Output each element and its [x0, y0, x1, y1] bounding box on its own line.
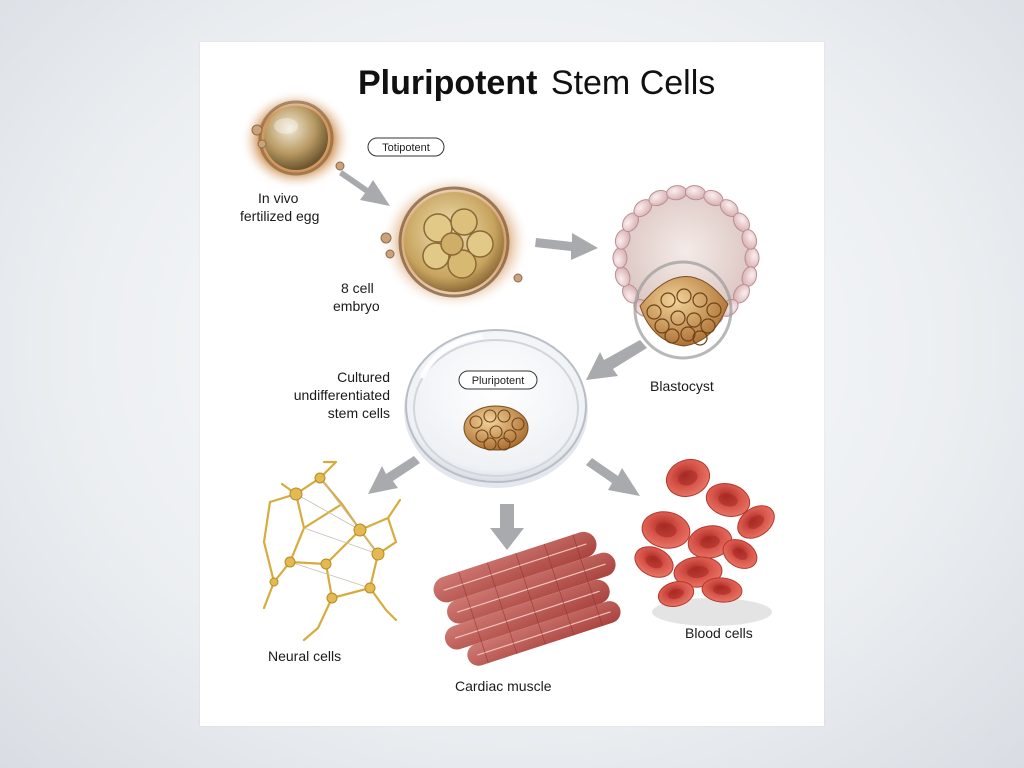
inner-cell: [680, 326, 696, 342]
blastocyst-label: Blastocyst: [650, 378, 714, 394]
inner-cell: [670, 310, 686, 326]
svg-text:Totipotent: Totipotent: [382, 142, 430, 154]
svg-text:Pluripotent: Pluripotent: [472, 375, 525, 387]
inner-cell: [660, 292, 676, 308]
inner-cell: [676, 288, 692, 304]
red-blood-cell-center: [700, 535, 720, 549]
colony-cell: [511, 417, 525, 431]
red-blood-cell-center: [645, 555, 663, 569]
arrow-embryo-to-blastocyst: [535, 233, 598, 260]
inner-cell: [700, 318, 716, 334]
colony-cell: [475, 429, 489, 443]
title-bold: Pluripotent: [358, 64, 537, 102]
red-blood-cell-center: [713, 585, 731, 595]
colony-cell: [469, 415, 483, 429]
inner-cell: [692, 292, 708, 308]
trophoblast-cell: [612, 247, 628, 269]
title: Pluripotent Stem Cells: [358, 64, 715, 102]
arrow-egg-to-embryo: [339, 170, 390, 206]
egg-label-line1: In vivo: [258, 190, 299, 206]
pluripotent-badge: Pluripotent: [458, 370, 538, 390]
slide: Pluripotent Stem Cells Totipotent In viv…: [200, 42, 824, 726]
embryo-label-line1: 8 cell: [341, 280, 374, 296]
totipotent-badge: Totipotent: [367, 137, 445, 157]
arrow-dish-to-neural: [368, 456, 420, 494]
blastocyst: [612, 185, 760, 360]
red-blood-cell-center: [687, 565, 709, 579]
trophoblast-cell: [744, 247, 760, 269]
stem-cell-diagram: Pluripotent Stem Cells Totipotent In viv…: [240, 64, 775, 694]
egg-label-line2: fertilized egg: [240, 208, 319, 224]
inner-cell: [686, 312, 702, 328]
cultured-label-line1: Cultured: [337, 369, 390, 385]
colony-cell: [497, 437, 511, 451]
red-blood-cell-center: [718, 493, 738, 507]
trophoblast-cell: [741, 229, 758, 250]
inner-cell: [664, 328, 680, 344]
cultured-label-line3: stem cells: [328, 405, 390, 421]
arrow-blastocyst-to-dish: [586, 340, 647, 380]
cultured-label-line2: undifferentiated: [294, 387, 390, 403]
inner-cell: [646, 304, 662, 320]
red-blood-cell-center: [747, 515, 765, 529]
embryo-label-line2: embryo: [333, 298, 380, 314]
fertilized-egg: [240, 90, 352, 190]
colony-cell: [489, 425, 503, 439]
inner-cell: [706, 302, 722, 318]
eight-cell-embryo: [380, 174, 530, 310]
inner-cell: [692, 330, 708, 346]
colony-cell: [497, 409, 511, 423]
red-blood-cell-center: [655, 522, 677, 538]
arrow-dish-to-cardiac: [490, 504, 524, 550]
colony-cell: [483, 437, 497, 451]
red-blood-cell-center: [678, 470, 698, 486]
blood-cells: [634, 458, 775, 626]
petri-dish: [404, 329, 588, 488]
inner-cell: [654, 318, 670, 334]
red-blood-cell-center: [732, 547, 748, 561]
arrow-dish-to-blood: [586, 458, 640, 496]
neural-cells: [262, 460, 402, 642]
colony-cell: [483, 409, 497, 423]
blood-label: Blood cells: [685, 625, 753, 641]
red-blood-cell-center: [668, 588, 684, 600]
cardiac-muscle: [433, 531, 621, 666]
neural-label: Neural cells: [268, 648, 341, 664]
title-regular: Stem Cells: [551, 64, 715, 102]
cardiac-label: Cardiac muscle: [455, 678, 552, 694]
